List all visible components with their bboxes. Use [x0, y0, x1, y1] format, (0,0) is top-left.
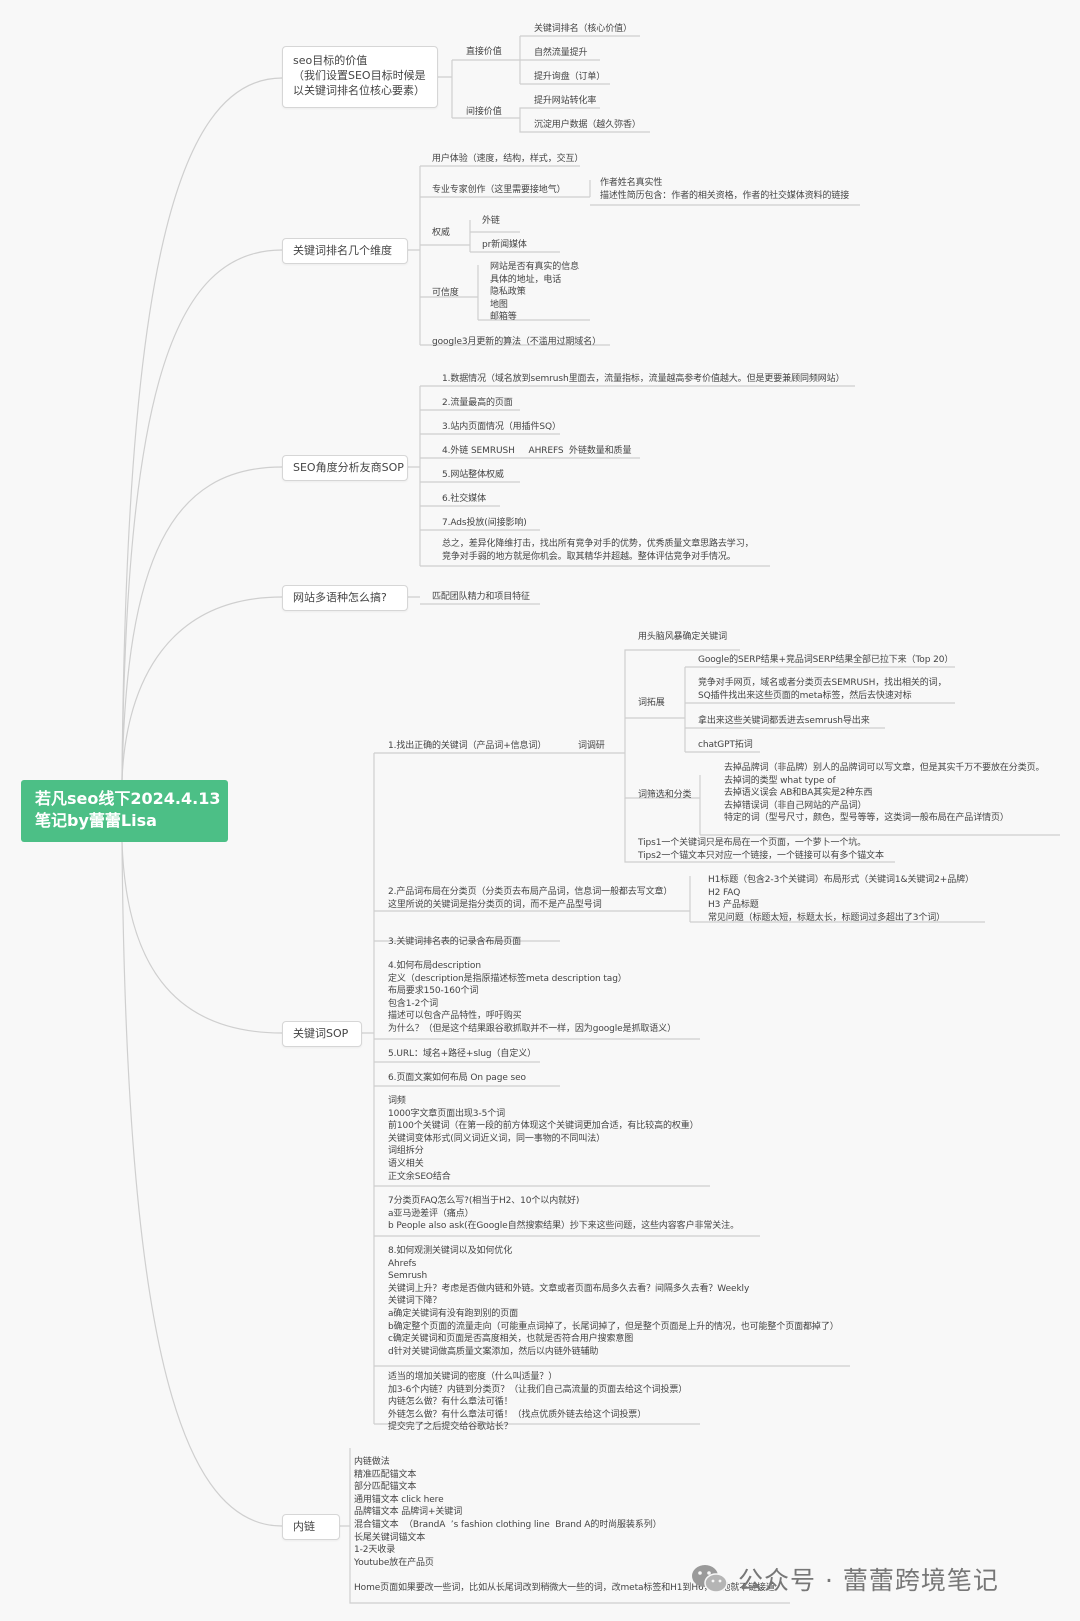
expert-item: 专业专家创作（这里需要接地气）	[432, 185, 566, 195]
branch-multilingual[interactable]: 网站多语种怎么搞?	[282, 585, 408, 611]
direct-item-1: 关键词排名（核心价值）	[534, 24, 632, 34]
multilingual-item: 匹配团队精力和项目特征	[432, 592, 530, 602]
tips-item: Tips1一个关键词只是布局在一个页面，一个萝卜一个坑。 Tips2一个锚文本只…	[638, 838, 884, 861]
link-root-b2	[121, 249, 283, 781]
competitor-item-4: 4.外链 SEMRUSH AHREFS 外链数量和质量	[442, 446, 632, 456]
watermark: 公众号 · 蕾蕾跨境笔记	[690, 1561, 999, 1597]
sop-step-8: 8.如何观测关键词以及如何优化 Ahrefs Semrush 关键词上升？考虑是…	[388, 1246, 839, 1357]
expand-item-1: Google的SERP结果+竞品词SERP结果全部已拉下来（Top 20）	[698, 655, 954, 665]
root-node[interactable]: 若凡seo线下2024.4.13 笔记by蕾蕾Lisa	[21, 780, 228, 842]
wechat-icon	[692, 1565, 728, 1593]
competitor-item-6: 6.社交媒体	[442, 494, 486, 504]
indirect-item-1: 提升网站转化率	[534, 96, 597, 106]
branch-internal-links[interactable]: 内链	[282, 1514, 340, 1540]
competitor-item-5: 5.网站整体权威	[442, 470, 504, 480]
indirect-value-label: 间接价值	[466, 107, 502, 117]
sop-step-9: 适当的增加关键词的密度（什么叫适量？） 加3-6个内链？内链到分类页？（让我们自…	[388, 1372, 688, 1433]
direct-value-label: 直接价值	[466, 47, 502, 57]
sop-step-1-research: 词调研	[578, 741, 605, 751]
watermark-text: 公众号 · 蕾蕾跨境笔记	[738, 1566, 999, 1595]
branch-seo-goal-value[interactable]: seo目标的价值 （我们设置SEO目标时候是 以关键词排名位核心要素）	[282, 46, 438, 108]
trust-label: 可信度	[432, 288, 459, 298]
branch-competitor-analysis[interactable]: SEO角度分析友商SOP	[282, 455, 408, 481]
sop-step-6-detail: 词频 1000字文章页面出现3-5个词 前100个关键词（在第一段的前方体现这个…	[388, 1096, 699, 1182]
direct-item-2: 自然流量提升	[534, 48, 588, 58]
expand-item-2: 竞争对手网页，域名或者分类页去SEMRUSH，找出相关的词， SQ插件找出来这些…	[698, 678, 947, 701]
trust-detail: 网站是否有真实的信息 具体的地址，电话 隐私政策 地图 邮箱等	[490, 262, 580, 323]
link-root-b3	[121, 466, 283, 781]
expert-detail: 作者姓名真实性 描述性简历包含：作者的相关资格，作者的社交媒体资料的链接	[600, 178, 850, 201]
competitor-item-3: 3.站内页面情况（用插件SQ）	[442, 422, 561, 432]
link-root-b4	[121, 596, 283, 781]
ux-item: 用户体验（速度，结构，样式，交互）	[432, 154, 584, 164]
brainstorm-item: 用头脑风暴确定关键词	[638, 632, 728, 642]
sop-step-4: 4.如何布局description 定义（description是指原描述标签m…	[388, 961, 676, 1034]
sop-step-1: 1.找出正确的关键词（产品词+信息词）	[388, 741, 547, 751]
filter-label: 词筛选和分类	[638, 790, 692, 800]
link-root-b6	[121, 841, 283, 1527]
authority-item-1: 外链	[482, 216, 500, 226]
sop-step-7: 7分类页FAQ怎么写?(相当于H2、10个以内就好) a亚马逊差评（痛点） b …	[388, 1196, 739, 1232]
sop-step-2: 2.产品词布局在分类页（分类页去布局产品词，信息词一般都去写文章） 这里所说的关…	[388, 887, 673, 910]
authority-label: 权威	[432, 228, 450, 238]
google-update-item: google3月更新的算法（不滥用过期域名）	[432, 337, 602, 347]
expand-item-4: chatGPT拓词	[698, 740, 753, 750]
sop-step-6: 6.页面文案如何布局 On page seo	[388, 1073, 526, 1083]
sop-step-3: 3.关键词排名表的记录含布局页面	[388, 937, 521, 947]
sop-step-5: 5.URL：域名+路径+slug（自定义）	[388, 1049, 537, 1059]
filter-detail: 去掉品牌词（非品牌）别人的品牌词可以写文章，但是其实千万不要放在分类页。 去掉词…	[724, 763, 1045, 824]
link-root-b5	[121, 841, 283, 1034]
link-root-b1	[121, 77, 283, 781]
sop-step-2-detail: H1标题（包含2-3个关键词）布局形式（关键词1&关键词2+品牌） H2 FAQ…	[708, 875, 974, 923]
expand-label: 词拓展	[638, 698, 665, 708]
authority-item-2: pr新闻媒体	[482, 240, 527, 250]
competitor-summary: 总之，差异化降维打击，找出所有竞争对手的优势，优秀质量文章思路去学习， 竞争对手…	[442, 539, 754, 562]
indirect-item-2: 沉淀用户数据（越久弥香）	[534, 120, 641, 130]
expand-item-3: 拿出来这些关键词都丢进去semrush导出来	[698, 716, 870, 726]
competitor-item-1: 1.数据情况（域名放到semrush里面去，流量指标，流量越高参考价值越大。但是…	[442, 374, 845, 384]
internal-links-detail: 内链做法 精准匹配锚文本 部分匹配锚文本 通用锚文本 click here 品牌…	[354, 1457, 775, 1593]
branch-ranking-dimensions[interactable]: 关键词排名几个维度	[282, 238, 408, 264]
competitor-item-2: 2.流量最高的页面	[442, 398, 513, 408]
competitor-item-7: 7.Ads投放(间接影响)	[442, 518, 527, 528]
branch-keyword-sop[interactable]: 关键词SOP	[282, 1021, 362, 1047]
direct-item-3: 提升询盘（订单）	[534, 72, 606, 82]
